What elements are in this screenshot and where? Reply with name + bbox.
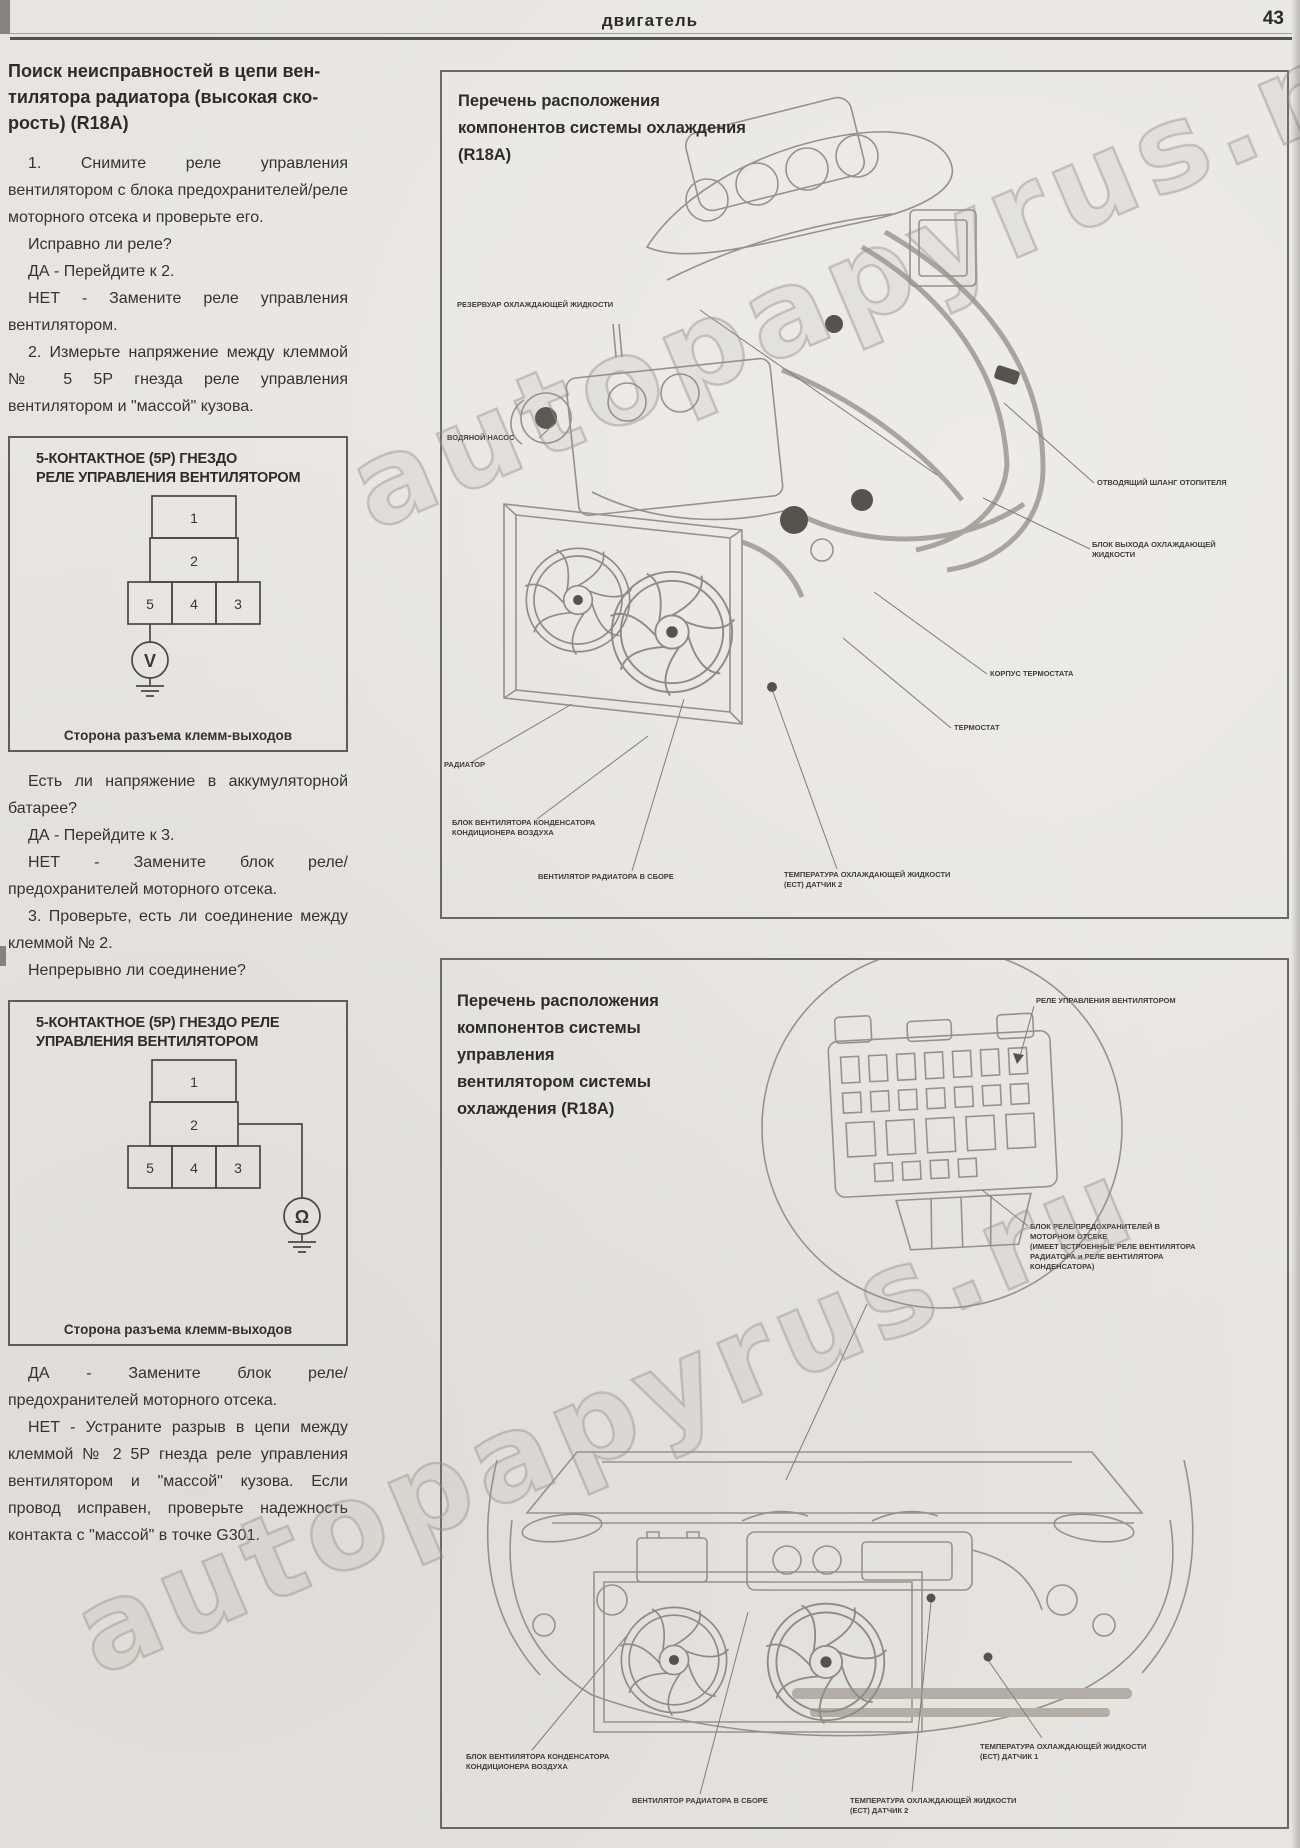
step-text: Исправно ли реле? — [28, 236, 172, 253]
label-thermostat-housing: КОРПУС ТЕРМОСТАТА — [990, 669, 1074, 678]
label-condenser-fan: БЛОК ВЕНТИЛЯТОРА КОНДЕНСАТОРА КОНДИЦИОНЕ… — [452, 818, 596, 837]
ohmmeter-symbol: Ω — [295, 1207, 309, 1227]
steps-group-1: 1. Снимите реле управления вентилятором … — [8, 150, 348, 420]
connector-box-title: 5-КОНТАКТНОЕ (5Р) ГНЕЗДО РЕЛЕ УПРАВЛЕНИЯ… — [36, 451, 301, 486]
step-text: ДА - Перейдите к 2. — [28, 263, 175, 280]
connector-diagram-box-voltmeter: 5-КОНТАКТНОЕ (5Р) ГНЕЗДО РЕЛЕ УПРАВЛЕНИЯ… — [8, 436, 348, 752]
pin-1-label: 1 — [190, 510, 198, 526]
label-ect-sensor-2: ТЕМПЕРАТУРА ОХЛАЖДАЮЩЕЙ ЖИДКОСТИ (ЕСТ) Д… — [784, 870, 951, 889]
label-radiator-fan: ВЕНТИЛЯТОР РАДИАТОРА В СБОРЕ — [632, 1796, 768, 1805]
voltmeter-symbol: V — [144, 651, 156, 671]
step-text: НЕТ - Устраните разрыв в цепи между клем… — [8, 1419, 348, 1544]
step-text: 2. Измерьте напряжение между клеммой № 5… — [8, 344, 348, 415]
steps-group-2: Есть ли напряжение в аккумуляторной бата… — [8, 768, 348, 984]
step-text: НЕТ - Замените реле управления вентилято… — [8, 290, 348, 334]
label-coolant-reservoir: РЕЗЕРВУАР ОХЛАЖДАЮЩЕЙ ЖИДКОСТИ — [457, 300, 614, 309]
page-number: 43 — [1262, 8, 1284, 29]
pin-2-label: 2 — [190, 1117, 198, 1133]
pin-4-label: 4 — [190, 1160, 198, 1176]
section-title: Поиск неисправностей в цепи вен- тилятор… — [8, 61, 321, 133]
pin-1-label: 1 — [190, 1074, 198, 1090]
label-radiator-fan: ВЕНТИЛЯТОР РАДИАТОРА В СБОРЕ — [538, 872, 674, 881]
connector-diagram-box-ohmmeter: 5-КОНТАКТНОЕ (5Р) ГНЕЗДО РЕЛЕ УПРАВЛЕНИЯ… — [8, 1000, 348, 1346]
connector-box-title: 5-КОНТАКТНОЕ (5Р) ГНЕЗДО РЕЛЕ УПРАВЛЕНИЯ… — [36, 1015, 280, 1050]
steps-group-3: ДА - Замените блок реле/предохранителей … — [8, 1360, 348, 1549]
connector-box-caption: Сторона разъема клемм-выходов — [63, 1322, 293, 1337]
connector-pinout-drawing: 1 2 5 4 3 V — [127, 495, 261, 697]
figure-cooling-components: Перечень расположения компонентов систем… — [440, 70, 1289, 919]
label-relay-fuse-box: БЛОК РЕЛЕ/ПРЕДОХРАНИТЕЛЕЙ В МОТОРНОМ ОТС… — [1030, 1222, 1196, 1271]
scan-edge — [1291, 0, 1300, 1848]
label-thermostat: ТЕРМОСТАТ — [954, 723, 1000, 732]
connector-pinout-drawing: 1 2 5 4 3 Ω — [127, 1059, 321, 1253]
step-text: 3. Проверьте, есть ли соединение между к… — [8, 908, 348, 952]
step-text: 1. Снимите реле управления вентилятором … — [8, 155, 348, 226]
page-header-title: двигатель — [601, 11, 699, 30]
figure-title: Перечень расположения компонентов систем… — [457, 992, 659, 1118]
fan-control-drawing — [486, 960, 1194, 1795]
connector-box-caption: Сторона разъема клемм-выходов — [63, 728, 293, 743]
step-text: НЕТ - Замените блок реле/предохранителей… — [8, 854, 348, 898]
pin-3-label: 3 — [234, 1160, 242, 1176]
label-heater-outlet-hose: ОТВОДЯЩИЙ ШЛАНГ ОТОПИТЕЛЯ — [1097, 478, 1227, 487]
pin-5-label: 5 — [146, 1160, 154, 1176]
pin-2-label: 2 — [190, 553, 198, 569]
scan-mark — [0, 946, 6, 966]
label-radiator: РАДИАТОР — [444, 760, 486, 769]
step-text: Есть ли напряжение в аккумуляторной бата… — [8, 773, 348, 817]
step-text: Непрерывно ли соединение? — [28, 962, 246, 979]
cooling-components-drawing — [471, 96, 1095, 872]
figure-fan-control-components: Перечень расположения компонентов систем… — [440, 958, 1289, 1829]
pin-5-label: 5 — [146, 596, 154, 612]
label-ect-sensor-1: ТЕМПЕРАТУРА ОХЛАЖДАЮЩЕЙ ЖИДКОСТИ (ЕСТ) Д… — [980, 1742, 1147, 1761]
label-condenser-fan: БЛОК ВЕНТИЛЯТОРА КОНДЕНСАТОРА КОНДИЦИОНЕ… — [466, 1752, 610, 1771]
label-coolant-outlet: БЛОК ВЫХОДА ОХЛАЖДАЮЩЕЙ ЖИДКОСТИ — [1092, 540, 1216, 559]
troubleshooting-column: Поиск неисправностей в цепи вен- тилятор… — [8, 58, 348, 1549]
label-water-pump: ВОДЯНОЙ НАСОС — [447, 433, 515, 442]
header-rule — [10, 33, 1292, 40]
pin-4-label: 4 — [190, 596, 198, 612]
label-fan-control-relay: РЕЛЕ УПРАВЛЕНИЯ ВЕНТИЛЯТОРОМ — [1036, 996, 1176, 1005]
step-text: ДА - Перейдите к 3. — [28, 827, 175, 844]
step-text: ДА - Замените блок реле/предохранителей … — [8, 1365, 348, 1409]
scan-mark — [0, 0, 10, 34]
label-ect-sensor-2: ТЕМПЕРАТУРА ОХЛАЖДАЮЩЕЙ ЖИДКОСТИ (ЕСТ) Д… — [850, 1796, 1017, 1815]
pin-3-label: 3 — [234, 596, 242, 612]
figure-title: Перечень расположения компонентов систем… — [458, 92, 746, 164]
